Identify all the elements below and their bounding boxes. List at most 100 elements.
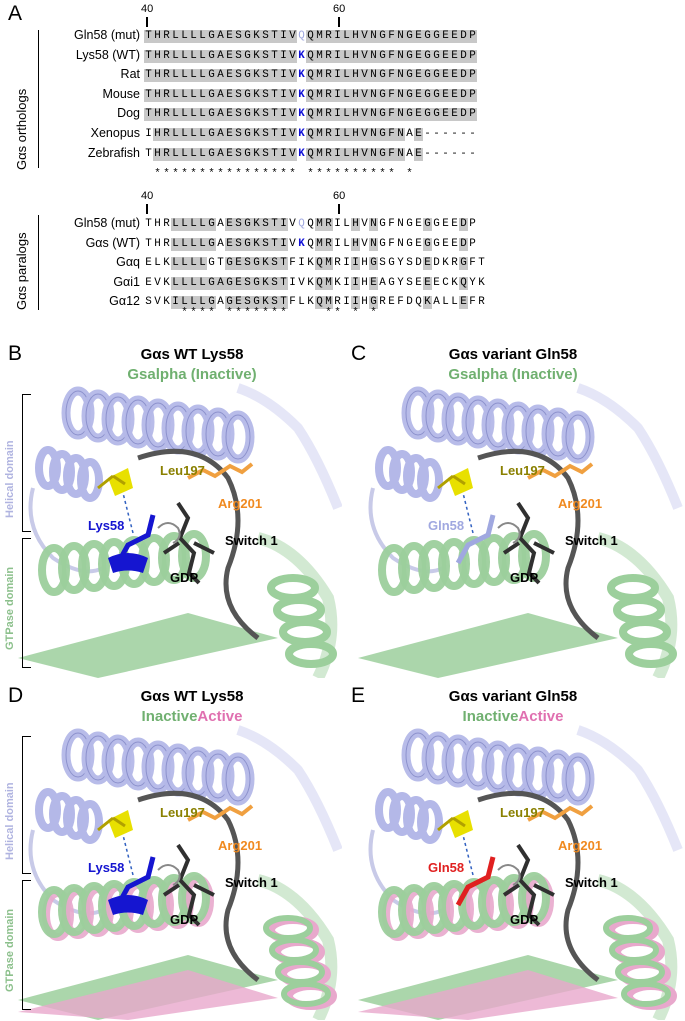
subtitle-inactive: Inactive xyxy=(462,708,519,725)
sequence-name: Lys58 (WT) xyxy=(75,47,140,62)
subtitle-inactive: Gsalpha (Inactive) xyxy=(448,366,578,383)
ruler-top-left: 40 xyxy=(141,3,154,15)
helical-coil-outline xyxy=(565,414,591,460)
gtpase-right-coil xyxy=(267,574,319,602)
helical-coil-outline xyxy=(225,414,251,460)
switch1-loop xyxy=(137,790,260,982)
panel-a-letter: A xyxy=(8,2,23,25)
paralogs-conservation: **** ******* ** * * xyxy=(181,307,377,319)
ruler-top-right-tick xyxy=(338,17,340,27)
ruler-bottom-right-tick xyxy=(338,204,340,214)
gdp-molecule xyxy=(502,501,555,585)
ruler-top-right: 60 xyxy=(333,3,346,15)
arg201-residue xyxy=(527,462,594,480)
hydrogen-bond xyxy=(122,834,134,876)
gtpase-right-coil xyxy=(279,618,331,646)
lys58-helix-segment xyxy=(108,895,148,915)
background-helix xyxy=(236,725,342,852)
gtpase-right-coil xyxy=(625,640,677,668)
panel-letter: B xyxy=(8,342,23,365)
sequence-name: Gα12 xyxy=(109,294,140,309)
helical-coil-outline xyxy=(225,756,251,802)
leu197-sticks xyxy=(437,474,466,490)
sequence-name: Xenopus xyxy=(90,126,140,140)
arg201-residue xyxy=(187,804,254,822)
panel-subtitle: InactiveActive xyxy=(363,708,663,725)
background-helix xyxy=(236,383,342,510)
leu197-sticks xyxy=(97,816,126,832)
background-helix xyxy=(576,383,683,510)
sequence-name: Gαs (WT) xyxy=(85,235,140,250)
residue58-label: Lys58 xyxy=(88,860,125,875)
arg201-residue xyxy=(527,804,594,822)
switch1-loop xyxy=(137,448,260,640)
ruler-bottom-right: 60 xyxy=(333,190,346,202)
panel-title: Gαs WT Lys58 xyxy=(140,346,244,363)
background-gtpase-helix xyxy=(596,532,678,678)
subtitle-active: Active xyxy=(197,708,243,725)
panel-title: Gαs variant Gln58 xyxy=(448,688,578,705)
protein-structure-render xyxy=(18,383,342,678)
switch1-label: Switch 1 xyxy=(225,875,278,890)
gdp-label: GDP xyxy=(510,912,539,927)
panel-letter: E xyxy=(351,684,366,707)
helical-coil-turn-2 xyxy=(417,458,443,502)
gdp-ring xyxy=(497,522,521,544)
helical-domain-bracket xyxy=(22,736,31,874)
switch1-label: Switch 1 xyxy=(565,875,618,890)
ruler-top-left-tick xyxy=(146,17,148,27)
sequence-name: Dog xyxy=(117,106,140,121)
gtpase-beta-sheet xyxy=(358,613,618,678)
leu197-label: Leu197 xyxy=(160,463,205,478)
panel-subtitle: InactiveActive xyxy=(42,708,342,725)
panel-subtitle: Gsalpha (Inactive) xyxy=(363,366,663,383)
residue58-sticks xyxy=(455,856,496,907)
helical-coil-turn-2 xyxy=(417,800,443,844)
gdp-molecule xyxy=(162,501,215,585)
gdp-molecule xyxy=(162,843,215,927)
helical-coil-outline xyxy=(565,756,591,802)
panel-subtitle: Gsalpha (Inactive) xyxy=(42,366,342,383)
residue58-label: Lys58 xyxy=(88,518,125,533)
gdp-ring xyxy=(497,864,521,886)
residue58-label: Gln58 xyxy=(428,518,465,533)
background-helix xyxy=(576,725,683,852)
paralogs-bracket xyxy=(38,215,39,310)
lys58-helix-segment xyxy=(108,553,148,573)
gtpase-right-coil xyxy=(613,596,665,624)
protein-structure-render xyxy=(18,725,342,1020)
orthologs-conservation: **************** ********** * xyxy=(154,168,413,180)
gtpase-right-coil xyxy=(273,596,325,624)
arg201-label: Arg201 xyxy=(558,838,603,853)
helical-coil-turn-2 xyxy=(77,458,103,502)
orthologs-bracket xyxy=(38,30,39,168)
sequence-name: Zebrafish xyxy=(87,145,140,160)
sequence-name: Gαi1 xyxy=(113,274,140,289)
helical-domain-label: Helical domain xyxy=(4,440,16,518)
leu197-sticks xyxy=(437,816,466,832)
switch1-label: Switch 1 xyxy=(225,533,278,548)
arg201-residue xyxy=(187,462,254,480)
switch1-loop xyxy=(477,448,600,640)
residue58-sticks xyxy=(455,514,496,565)
active-beta-sheet xyxy=(358,970,618,1020)
leu197-label: Leu197 xyxy=(500,805,545,820)
gtpase-right-coil-inactive xyxy=(621,981,671,1007)
gdp-label: GDP xyxy=(170,912,199,927)
hydrogen-bond xyxy=(462,834,474,876)
gtpase-domain-label: GTPase domain xyxy=(4,566,16,650)
sequence-name: Gαq xyxy=(116,255,140,270)
switch1-label: Switch 1 xyxy=(565,533,618,548)
sequence-name: Mouse xyxy=(102,86,140,101)
